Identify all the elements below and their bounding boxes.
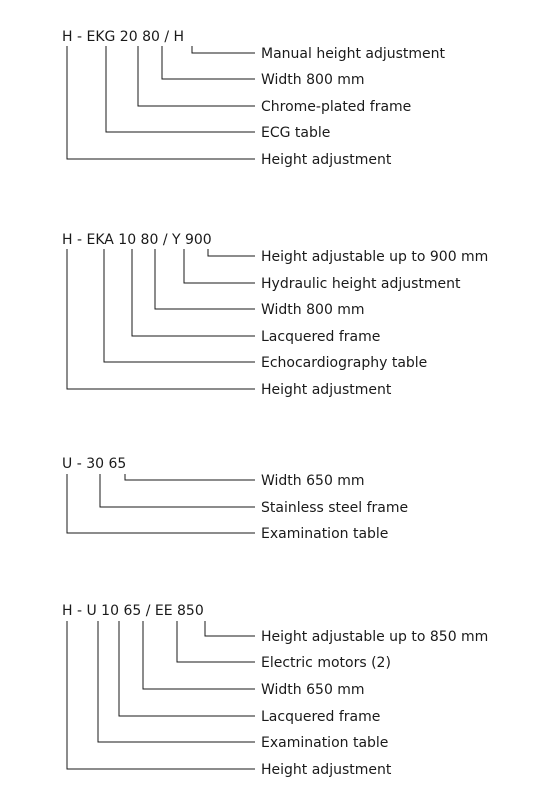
- description: Manual height adjustment: [261, 46, 446, 62]
- description: Lacquered frame: [261, 709, 380, 725]
- description: ECG table: [261, 125, 330, 141]
- leader-line: [97, 621, 255, 743]
- description: Examination table: [261, 735, 388, 751]
- leader-line: [207, 249, 255, 257]
- leader-line: [124, 474, 255, 481]
- description: Height adjustment: [261, 382, 392, 398]
- leader-line: [161, 46, 255, 80]
- leader-line: [176, 621, 255, 663]
- leader-line: [99, 474, 255, 508]
- description: Width 800 mm: [261, 302, 365, 318]
- leader-line: [66, 621, 255, 770]
- leader-line: [191, 46, 255, 54]
- description: Height adjustment: [261, 152, 392, 168]
- code-label: H - EKA 10 80 / Y 900: [62, 232, 212, 248]
- description: Width 800 mm: [261, 72, 365, 88]
- leader-line: [105, 46, 255, 133]
- leader-line: [131, 249, 255, 337]
- leader-line: [118, 621, 255, 717]
- leader-line: [66, 474, 255, 534]
- leader-line: [154, 249, 255, 310]
- code-label: H - EKG 20 80 / H: [62, 29, 184, 45]
- leader-line: [103, 249, 255, 363]
- code-group-4: H - U 10 65 / EE 850 Height adjustable u…: [62, 603, 488, 778]
- description: Stainless steel frame: [261, 500, 408, 516]
- description: Height adjustable up to 900 mm: [261, 249, 488, 265]
- description: Width 650 mm: [261, 473, 365, 489]
- description: Chrome-plated frame: [261, 99, 411, 115]
- leader-line: [66, 46, 255, 160]
- leader-line: [183, 249, 255, 284]
- leader-line: [204, 621, 255, 637]
- code-group-2: H - EKA 10 80 / Y 900 Height adjustable …: [62, 232, 488, 398]
- description: Width 650 mm: [261, 682, 365, 698]
- description: Echocardiography table: [261, 355, 427, 371]
- description: Height adjustment: [261, 762, 392, 778]
- code-label: U - 30 65: [62, 456, 126, 472]
- code-group-3: U - 30 65 Width 650 mm Stainless steel f…: [62, 456, 408, 542]
- description: Hydraulic height adjustment: [261, 276, 461, 292]
- description: Height adjustable up to 850 mm: [261, 629, 488, 645]
- description: Electric motors (2): [261, 655, 391, 671]
- leader-line: [137, 46, 255, 107]
- description: Lacquered frame: [261, 329, 380, 345]
- leader-line: [66, 249, 255, 390]
- code-label: H - U 10 65 / EE 850: [62, 603, 204, 619]
- leader-line: [142, 621, 255, 690]
- description: Examination table: [261, 526, 388, 542]
- code-group-1: H - EKG 20 80 / H Manual height adjustme…: [62, 29, 446, 168]
